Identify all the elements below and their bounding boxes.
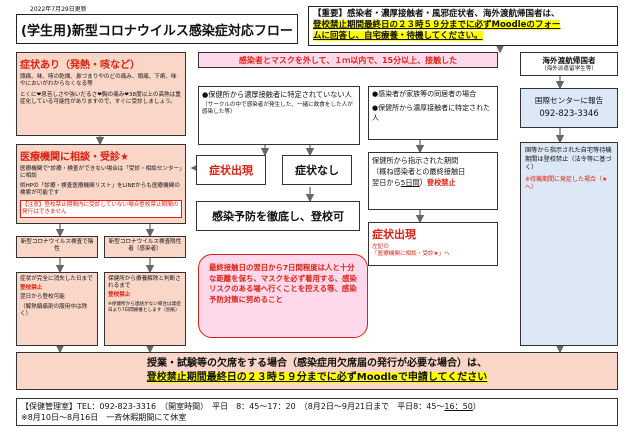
important-line-3: ムに回答し、自宅療養・待機してください。 [313,31,483,42]
absence-line-1: 授業・試験等の欠席をする場合（感染症用欠席届の発行が必要な場合）は、 [147,358,487,369]
medical-consult-box: 医療機関に相談・受診★ 医療機関で"診療・検査ができない場合は「受診・相談センタ… [16,144,186,224]
important-notice: 【重要】感染者・濃厚接触者・風邪症状者、海外渡航帰国者は、 登校禁止期間最終日の… [308,6,618,46]
update-date: 2022年7月29日更新 [30,6,87,13]
positive-result-box: 新型コロナウイルス検査陽性者（感染者） [104,236,186,258]
overseas-onset-note: ※待機期間に発症した場合（★へ） [525,176,608,192]
no-symptom-label: 症状なし [295,164,339,177]
overseas-sub: （海外派遣留学生等） [541,66,597,72]
designated-case-b: ●保健所から濃厚接触者に特定された人 [372,103,491,122]
not-designated-box: ●保健所から濃厚接触者に特定されていない人 （サークルの中で感染者が発生した、一… [198,86,360,145]
symptom-onset-box: 症状出現 [196,155,266,185]
footer-line-1-end: ） [472,402,481,411]
symptoms-title: 症状あり（発熱・咳など） [20,60,140,71]
onset-redirect-box: 症状出現 左記の 「医療機関に相談・受診★」へ [368,222,498,266]
overseas-quarantine-text: 国等から指示された自宅等待機期間は登校禁止（法令等に基づく） [525,147,612,172]
footer-hours-end: 16：50 [444,402,473,411]
page-title: (学生用)新型コロナウイルス感染症対応フロー [21,23,293,39]
overseas-box: 海外渡航帰国者 （海外派遣留学生等） [520,52,618,76]
prevention-label: 感染予防を徹底し、登校可 [212,210,344,223]
footer-box: 【保健管理室】TEL：092-823-3316 （開室時間） 平日 8：45～1… [16,398,618,426]
not-designated-note: （サークルの中で感染者が発生した、一緒に飲食をした人が感染した等） [202,102,353,116]
symptoms-warning: とくに❤息苦しさや強いだるさ❤胸の痛み❤38度以上の高熱は重症化している可能性が… [20,91,181,105]
designated-case-a: ●感染者が家族等の同居者の場合 [372,90,477,98]
onset-redirect-title: 症状出現 [372,228,416,241]
medical-text-1: 医療機関で"診療・検査ができない場合は「受診・相談センター」に相談 [20,166,182,179]
positive-detail-3: ※保健所から連絡がない場合は発症日より7日間療養とします（別紙） [108,301,181,313]
symptoms-list: 頭痛、味、咳の乾燥、鼻づまりやのどの痛み、頭痛、下痢、味やにおいがわからなくなる… [20,74,177,87]
important-line-2: 登校禁止期間最終日の２３時５９分までに必ずMoodleのフォー [313,20,561,31]
symptoms-box: 症状あり（発熱・咳など） 頭痛、味、咳の乾燥、鼻づまりやのどの痛み、頭痛、下痢、… [16,52,186,136]
positive-detail-1: 保健所から療養解除と判断されるまで [108,276,181,289]
no-symptom-box: 症状なし [282,155,352,185]
period-line-1: 保健所から指示された期間 [372,156,459,165]
medical-text-2: 県HPの「診療・検査医療機関リスト」をLINEからも医療機関の検索が可能です [20,182,180,196]
overseas-title: 海外渡航帰国者 [542,56,596,65]
negative-detail-1: 症状が完全に消失した日まで [20,276,93,282]
footer-line-1: 【保健管理室】TEL：092-823-3316 （開室時間） 平日 8：45～1… [21,402,445,411]
negative-detail-3: 翌日から登校可能 [20,293,65,300]
onset-redirect-sub: 左記の [372,244,389,250]
contact-header-text: 感染者とマスクを外して、１ｍ以内で、15分以上、接触した [238,55,458,65]
quarantine-period-box: 保健所から指示された期間 （概ね感染者との最終接触日 翌日から5日間）登校禁止 [368,152,498,210]
star-mark: ★ [120,152,129,163]
not-designated-title: ●保健所から濃厚接触者に特定されていない人 [202,90,352,99]
medical-note: 【注意】登校禁止期間内に受診していない場合登校禁止期間の発行はできません [20,199,182,218]
intl-center-label: 国際センターに報告 [534,96,604,105]
negative-detail-box: 症状が完全に消失した日まで 登校禁止 翌日から登校可能 （解熱鎮痛剤の服用中は除… [16,272,98,346]
overseas-quarantine-box: 国等から指示された自宅等待機期間は登校禁止（法令等に基づく） ※待機期間に発症し… [520,142,618,346]
intl-center-box: 国際センターに報告 092-823-3346 [520,88,618,128]
period-line-3: 翌日から [372,177,401,187]
symptom-onset-label: 症状出現 [209,164,253,177]
prevention-box: 感染予防を徹底し、登校可 [196,201,360,231]
precaution-text: 最終接触日の翌日から7日間程度は人と十分な距離を保ち、マスクを必ず着用する、感染… [209,263,357,305]
period-line-2: （概ね感染者との最終接触日 [372,166,466,176]
absence-banner: 授業・試験等の欠席をする場合（感染症用欠席届の発行が必要な場合）は、 登校禁止期… [16,352,618,390]
medical-title: 医療機関に相談・受診 [20,152,120,163]
negative-detail-4: （解熱鎮痛剤の服用中は除く） [20,303,88,317]
positive-detail-2: 登校禁止 [108,291,131,298]
period-days: 5日間 [400,177,420,187]
onset-redirect-target: 「医療機関に相談・受診★」へ [372,250,450,257]
footer-line-2: ※8月10日～8月16日 一斉休暇期間にて休室 [21,413,187,423]
period-ban: ）登校禁止 [419,177,456,187]
negative-result-box: 新型コロナウイルス検査で陰性 [16,236,98,258]
page-title-box: (学生用)新型コロナウイルス感染症対応フロー [16,14,298,44]
intl-center-phone: 092-823-3346 [539,108,599,118]
designated-box: ●感染者が家族等の同居者の場合 ●保健所から濃厚接触者に特定された人 [368,86,498,140]
precaution-cloud: 最終接触日の翌日から7日間程度は人と十分な距離を保ち、マスクを必ず着用する、感染… [198,254,368,338]
absence-line-2: 登校禁止期間最終日の２３時５９分までに必ずMoodleで申請してください [146,372,488,383]
negative-detail-2: 登校禁止 [20,284,43,291]
positive-detail-box: 保健所から療養解除と判断されるまで 登校禁止 ※保健所から連絡がない場合は発症日… [104,272,186,346]
important-line-1: 【重要】感染者・濃厚接触者・風邪症状者、海外渡航帰国者は、 [313,9,560,19]
contact-header: 感染者とマスクを外して、１ｍ以内で、15分以上、接触した [198,52,498,68]
